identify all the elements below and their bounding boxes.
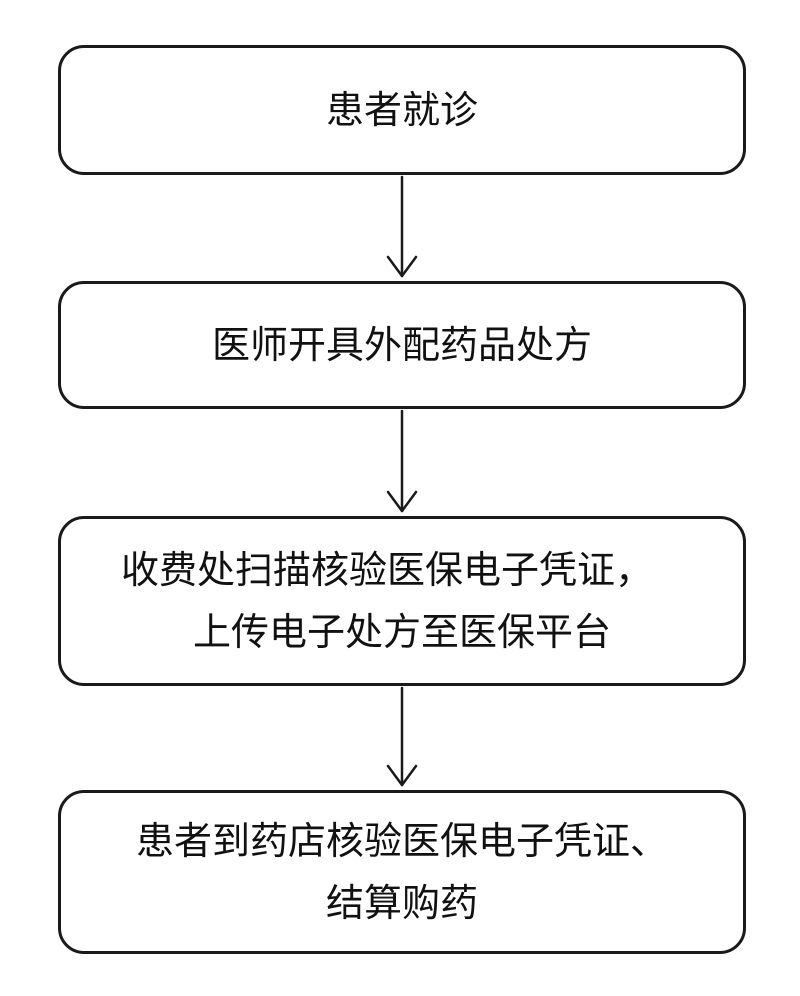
step-text: 患者就诊: [325, 88, 478, 132]
step-text-line-2: 上传电子处方至医保平台: [192, 610, 611, 654]
flow-step-patient-visit: 患者就诊: [58, 45, 746, 175]
step-text-line-2: 结算购药: [325, 881, 478, 925]
step-text: 医师开具外配药品处方: [211, 323, 592, 367]
flow-step-pharmacy-purchase: 患者到药店核验医保电子凭证、 结算购药: [58, 790, 746, 954]
step-text-line-1: 患者到药店核验医保电子凭证、: [135, 819, 668, 863]
arrow-1-to-2: [386, 175, 418, 278]
arrow-2-to-3: [386, 409, 418, 513]
arrow-3-to-4: [386, 686, 418, 787]
flow-step-cashier-verify-upload: 收费处扫描核验医保电子凭证， 上传电子处方至医保平台: [58, 516, 746, 686]
step-text-line-1: 收费处扫描核验医保电子凭证，: [120, 548, 653, 592]
flow-step-prescription: 医师开具外配药品处方: [58, 281, 746, 409]
